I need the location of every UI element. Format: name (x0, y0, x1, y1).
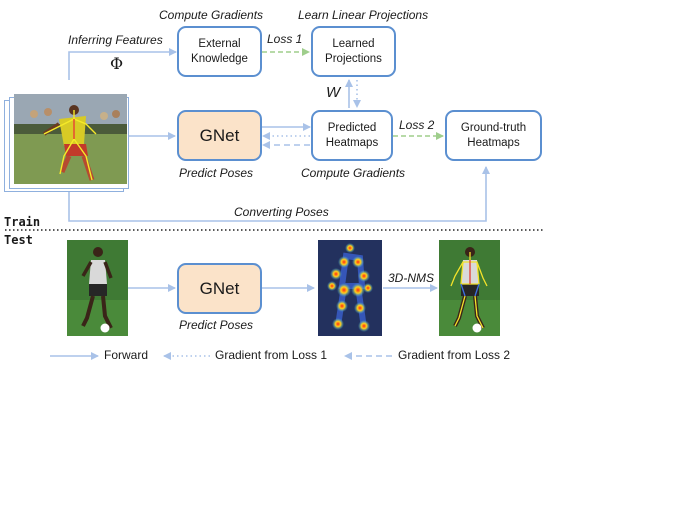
legend-grad1-label: Gradient from Loss 1 (215, 348, 328, 362)
legend-forward-label: Forward (104, 348, 149, 362)
ground-truth-heatmaps-box: Ground-truth Heatmaps (445, 110, 542, 161)
label-predict-poses-test: Predict Poses (179, 318, 254, 332)
label-compute-gradients-top: Compute Gradients (159, 8, 264, 22)
test-heatmap-image (318, 240, 382, 336)
test-label: Test (4, 233, 33, 247)
test-input-image (67, 240, 128, 336)
legend-grad2-label: Gradient from Loss 2 (398, 348, 511, 362)
phi-symbol: Φ (110, 54, 124, 73)
label-learn-linear-projections: Learn Linear Projections (298, 8, 429, 22)
external-knowledge-box: External Knowledge (177, 26, 262, 77)
learned-projections-box: Learned Projections (311, 26, 396, 77)
training-image-soccer-kick (14, 94, 127, 184)
label-w: W (326, 84, 341, 101)
label-inferring-features: Inferring Features (68, 33, 163, 47)
predicted-heatmaps-box: Predicted Heatmaps (311, 110, 393, 161)
arrow-converting-poses (68, 166, 490, 222)
train-label: Train (4, 215, 41, 229)
label-compute-gradients-bottom: Compute Gradients (301, 166, 406, 180)
label-loss1: Loss 1 (267, 32, 303, 46)
gnet-test-box: GNet (177, 263, 262, 314)
label-predict-poses-train: Predict Poses (179, 166, 254, 180)
test-output-pose-image (439, 240, 500, 336)
arrow-inferring-features (68, 48, 177, 80)
label-converting-poses: Converting Poses (234, 205, 329, 219)
gnet-train-box: GNet (177, 110, 262, 161)
label-loss2: Loss 2 (399, 118, 435, 132)
label-3d-nms: 3D-NMS (388, 271, 435, 285)
